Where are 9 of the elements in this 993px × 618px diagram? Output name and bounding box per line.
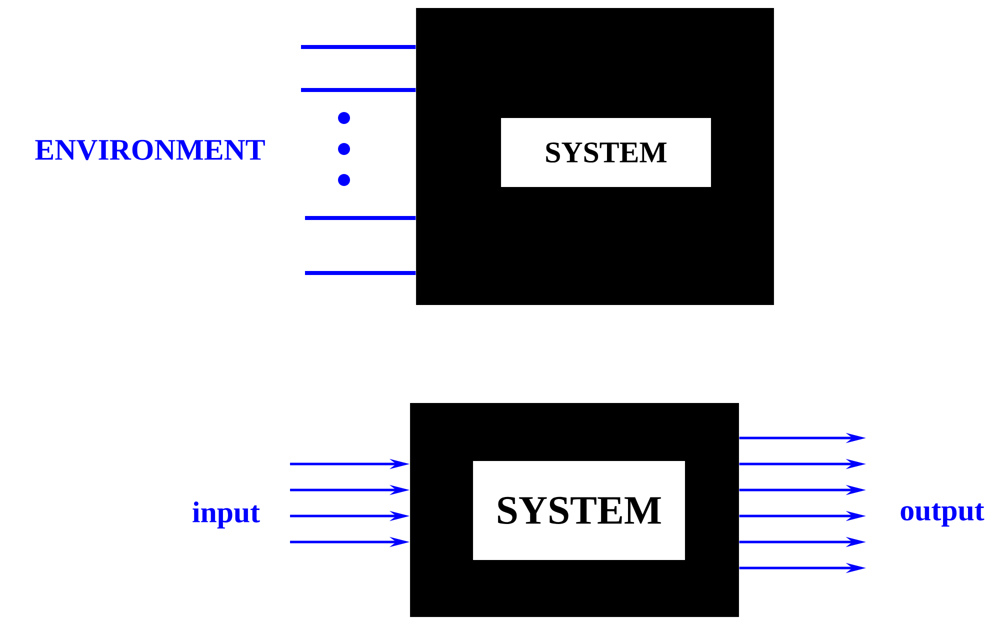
label-text: input — [192, 501, 260, 529]
label-text: ENVIRONMENT — [35, 140, 265, 160]
system-box: SYSTEM — [501, 118, 711, 187]
label-text: output — [900, 503, 984, 527]
system-box: SYSTEM — [473, 461, 685, 560]
line — [301, 88, 416, 92]
line — [305, 271, 416, 275]
line — [301, 45, 416, 49]
line — [305, 216, 416, 220]
